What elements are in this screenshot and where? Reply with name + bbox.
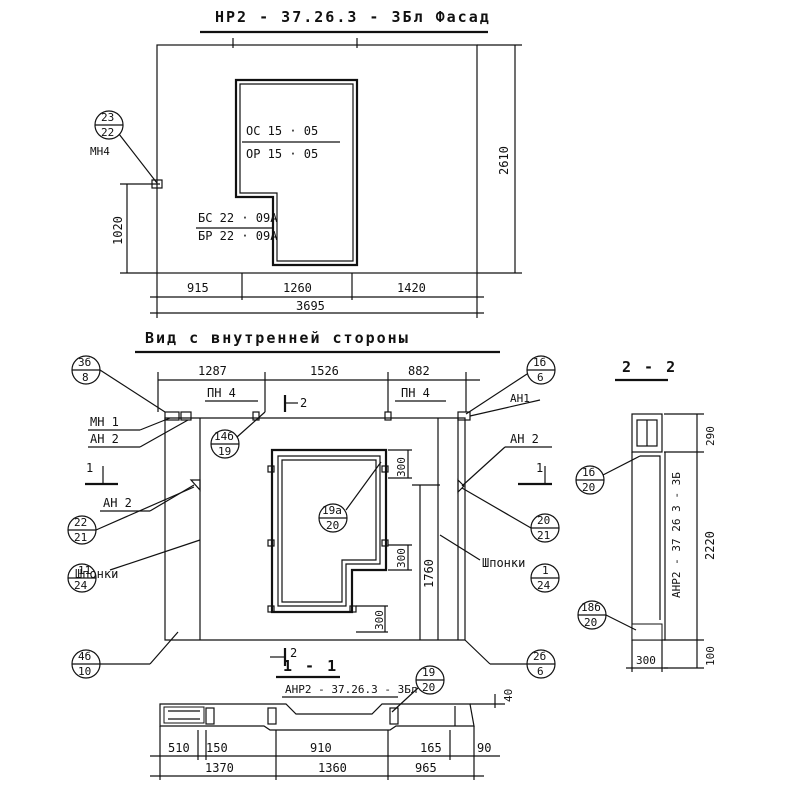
svg-text:6: 6 <box>537 371 544 384</box>
shponki-right-label: Шпонки <box>482 556 525 570</box>
an2-right-anchor <box>457 478 465 494</box>
svg-text:20: 20 <box>584 616 597 629</box>
callout-1b-6: 1б 6 <box>465 355 556 415</box>
dim-165: 165 <box>420 741 442 755</box>
svg-text:22: 22 <box>101 126 114 139</box>
facade-door-label-1: БС 22 · 09А <box>198 211 278 225</box>
dim-300-a: 300 <box>395 457 408 477</box>
svg-text:2б: 2б <box>533 650 546 663</box>
dim-510: 510 <box>168 741 190 755</box>
an1-label: АН1 <box>510 392 530 405</box>
svg-text:22: 22 <box>74 516 87 529</box>
facade-window-label-2: ОР 15 · 05 <box>246 147 318 161</box>
svg-text:19а: 19а <box>322 504 342 517</box>
an2-top-left-label: АН 2 <box>90 432 119 446</box>
svg-text:1: 1 <box>542 564 549 577</box>
dim-1287: 1287 <box>198 364 227 378</box>
section-2-callout-2: 18б 20 <box>577 600 637 631</box>
callout-2b-6: 2б 6 <box>464 639 556 679</box>
dim-290: 290 <box>704 426 717 446</box>
svg-text:6: 6 <box>537 665 544 678</box>
pn4-right-label: ПН 4 <box>401 386 430 400</box>
svg-text:24: 24 <box>74 579 88 592</box>
dim-40: 40 <box>502 689 515 702</box>
dim-1526: 1526 <box>310 364 339 378</box>
dim-2220: 2220 <box>703 531 717 560</box>
svg-text:24: 24 <box>537 579 551 592</box>
an2-left-anchor <box>189 479 201 492</box>
dim-300-section2: 300 <box>636 654 656 667</box>
dim-300-c: 300 <box>373 610 386 630</box>
dim-1420: 1420 <box>397 281 426 295</box>
dim-100: 100 <box>704 646 717 666</box>
dim-1370: 1370 <box>205 761 234 775</box>
svg-text:3б: 3б <box>78 356 91 369</box>
callout-14b-19: 14б 19 <box>210 411 266 459</box>
callout-3b-8: 3б 8 <box>71 355 166 413</box>
dim-2610: 2610 <box>497 146 511 175</box>
facade-window-label-1: ОС 15 · 05 <box>246 124 318 138</box>
svg-text:20: 20 <box>326 519 339 532</box>
svg-text:19: 19 <box>422 666 435 679</box>
dim-965: 965 <box>415 761 437 775</box>
facade-door-label-2: БР 22 · 09А <box>198 229 278 243</box>
svg-text:4б: 4б <box>78 650 91 663</box>
dim-910: 910 <box>310 741 332 755</box>
facade-panel <box>156 44 478 274</box>
svg-text:20: 20 <box>537 514 550 527</box>
cut-1-right-label: 1 <box>536 461 543 475</box>
svg-text:1б: 1б <box>533 356 546 369</box>
section-1-label: АНР2 - 37.26.3 - 3Бл <box>285 683 417 696</box>
section-2-top-block <box>631 413 663 453</box>
svg-text:11: 11 <box>78 564 91 577</box>
section-1-hatch <box>163 706 205 724</box>
svg-text:8: 8 <box>82 371 89 384</box>
section-2-callout-1: 1б 20 <box>575 455 641 495</box>
section-2-title: 2 - 2 <box>622 358 677 376</box>
svg-text:20: 20 <box>422 681 435 694</box>
an2-mid-left-label: АН 2 <box>103 496 132 510</box>
svg-text:10: 10 <box>78 665 91 678</box>
svg-text:18б: 18б <box>581 601 601 614</box>
cut-1-left-label: 1 <box>86 461 93 475</box>
cut-2-bottom-label: 2 <box>290 646 297 660</box>
mn1-embed <box>164 411 180 421</box>
svg-text:20: 20 <box>582 481 595 494</box>
dim-1020: 1020 <box>111 216 125 245</box>
dim-1360: 1360 <box>318 761 347 775</box>
dim-300-b: 300 <box>395 548 408 568</box>
facade-window-opening <box>234 78 359 267</box>
svg-text:21: 21 <box>537 529 550 542</box>
svg-text:23: 23 <box>101 111 114 124</box>
dim-882: 882 <box>408 364 430 378</box>
svg-text:21: 21 <box>74 531 87 544</box>
an2-right-label: АН 2 <box>510 432 539 446</box>
callout-1-24: 1 24 <box>530 563 560 593</box>
dim-150: 150 <box>206 741 228 755</box>
facade-callout: 23 22 МН4 <box>90 110 158 184</box>
dim-915: 915 <box>187 281 209 295</box>
svg-text:14б: 14б <box>214 430 234 443</box>
mn1-label: МН 1 <box>90 415 119 429</box>
callout-4b-10: 4б 10 <box>71 631 179 679</box>
facade-title: НР2 - 37.26.3 - 3Бл Фасад <box>215 8 491 26</box>
svg-text:19: 19 <box>218 445 231 458</box>
callout-11-24: 11 24 <box>67 563 97 593</box>
dim-90: 90 <box>477 741 491 755</box>
callout-20-21: 20 21 <box>461 487 560 543</box>
pn4-left-label: ПН 4 <box>207 386 236 400</box>
callout-19a-20: 19а 20 <box>318 461 382 533</box>
callout-22-21: 22 21 <box>67 486 195 545</box>
cut-2-top-label: 2 <box>300 396 307 410</box>
dim-1260: 1260 <box>283 281 312 295</box>
dim-3695: 3695 <box>296 299 325 313</box>
dim-1760: 1760 <box>422 559 436 588</box>
section-1-title: 1 - 1 <box>283 657 338 675</box>
section-2-label: АНР2 - 37 26 3 - 3Б <box>670 472 683 598</box>
mn4-label: МН4 <box>90 145 110 158</box>
svg-text:1б: 1б <box>582 466 595 479</box>
inner-view-title: Вид с внутренней стороны <box>145 329 410 347</box>
